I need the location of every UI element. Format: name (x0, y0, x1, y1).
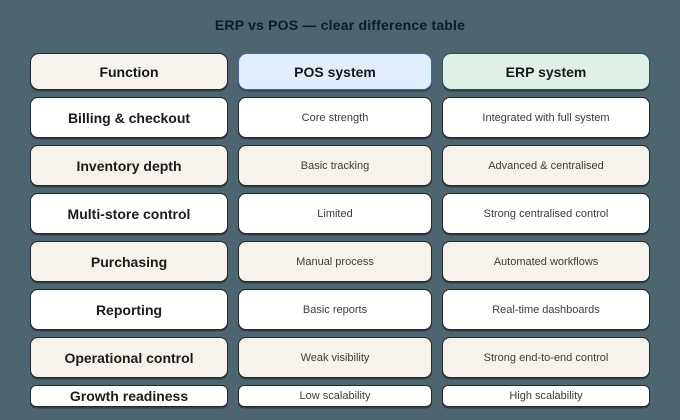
row-6-pos-cell: Weak visibility (238, 337, 432, 378)
header-label: Function (99, 63, 159, 80)
row-5-pos-cell: Basic reports (238, 289, 432, 330)
row-7-pos-cell: Low scalability (238, 385, 432, 407)
function-label: Reporting (95, 301, 163, 318)
row-4-erp-cell: Automated workflows (442, 241, 650, 282)
erp-value: Strong centralised control (483, 207, 609, 220)
pos-value: Weak visibility (300, 351, 370, 364)
row-4-function-cell: Purchasing (30, 241, 228, 282)
pos-value: Basic tracking (300, 159, 370, 172)
function-label: Multi-store control (67, 205, 191, 222)
row-1-function-cell: Billing & checkout (30, 97, 228, 138)
function-label: Inventory depth (76, 157, 182, 174)
erp-value: Real-time dashboards (492, 303, 600, 316)
row-2-pos-cell: Basic tracking (238, 145, 432, 186)
row-1-erp-cell: Integrated with full system (442, 97, 650, 138)
row-1-pos-cell: Core strength (238, 97, 432, 138)
page-title: ERP vs POS — clear difference table (214, 17, 466, 33)
row-3-pos-cell: Limited (238, 193, 432, 234)
pos-value: Limited (317, 207, 353, 220)
pos-value: Basic reports (302, 303, 368, 316)
row-2-function-cell: Inventory depth (30, 145, 228, 186)
pos-value: Manual process (296, 255, 374, 268)
header-cell-function: Function (30, 53, 228, 90)
row-4-pos-cell: Manual process (238, 241, 432, 282)
row-3-function-cell: Multi-store control (30, 193, 228, 234)
erp-value: Automated workflows (493, 255, 599, 268)
header-cell-erp: ERP system (442, 53, 650, 90)
erp-value: Advanced & centralised (488, 159, 604, 172)
header-label: POS system (294, 63, 376, 80)
erp-value: Integrated with full system (482, 111, 610, 124)
erp-value: Strong end-to-end control (483, 351, 609, 364)
pos-value: Core strength (301, 111, 369, 124)
function-label: Operational control (64, 349, 194, 366)
pos-value: Low scalability (299, 390, 371, 402)
function-label: Billing & checkout (67, 109, 191, 126)
header-label: ERP system (505, 63, 587, 80)
row-5-erp-cell: Real-time dashboards (442, 289, 650, 330)
row-6-erp-cell: Strong end-to-end control (442, 337, 650, 378)
row-2-erp-cell: Advanced & centralised (442, 145, 650, 186)
row-6-function-cell: Operational control (30, 337, 228, 378)
function-label: Purchasing (90, 253, 168, 270)
row-7-erp-cell: High scalability (442, 385, 650, 407)
function-label: Growth readiness (69, 388, 189, 404)
erp-value: High scalability (509, 390, 583, 402)
row-3-erp-cell: Strong centralised control (442, 193, 650, 234)
row-5-function-cell: Reporting (30, 289, 228, 330)
row-7-function-cell: Growth readiness (30, 385, 228, 407)
header-cell-pos: POS system (238, 53, 432, 90)
